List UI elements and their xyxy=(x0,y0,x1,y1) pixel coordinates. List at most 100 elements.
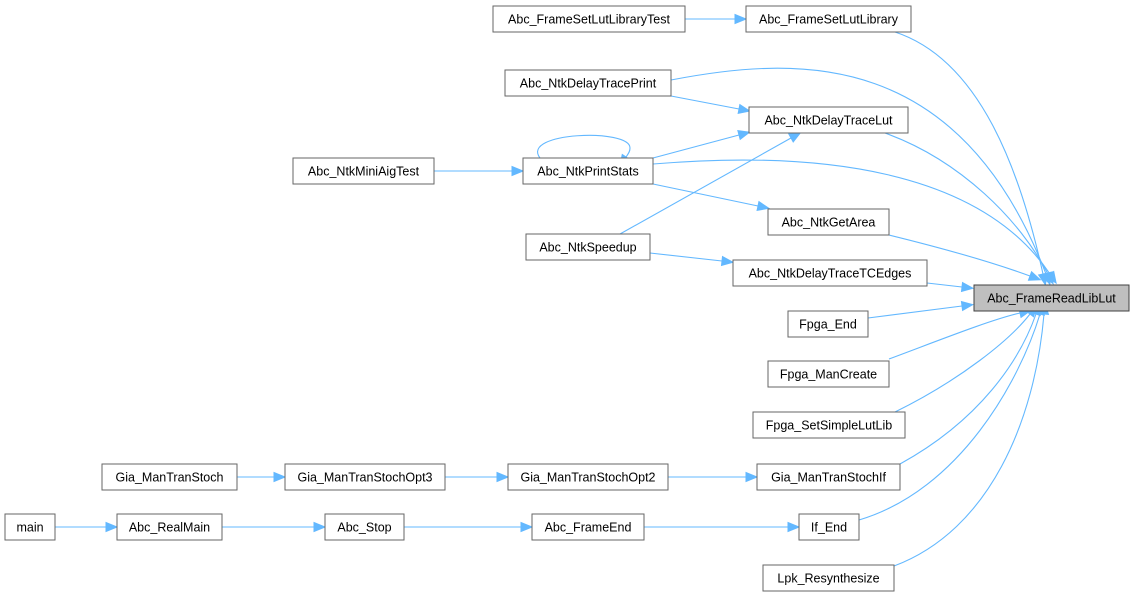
node-box xyxy=(504,69,672,97)
edge-line xyxy=(537,134,631,159)
arrowhead-icon xyxy=(105,521,119,533)
node-box xyxy=(101,463,238,491)
node-box xyxy=(756,463,901,491)
node-label: Gia_ManTranStoch xyxy=(116,471,224,485)
edge-gopt3-to-gopt2 xyxy=(445,471,510,483)
edge-realmain-to-stop xyxy=(222,521,327,533)
call-graph-edges xyxy=(55,13,1057,567)
arrowhead-icon xyxy=(511,165,525,177)
node-label: Abc_RealMain xyxy=(129,521,210,535)
arrowhead-icon xyxy=(734,13,748,25)
arrowhead-icon xyxy=(273,471,287,483)
node-pstats[interactable]: Abc_NtkPrintStats xyxy=(522,157,654,185)
node-tcedges[interactable]: Abc_NtkDelayTraceTCEdges xyxy=(732,259,928,287)
node-label: Fpga_End xyxy=(799,318,857,332)
node-gif[interactable]: Gia_ManTranStochIf xyxy=(756,463,901,491)
edge-minitest-to-pstats xyxy=(434,165,525,177)
node-label: Abc_NtkGetArea xyxy=(782,216,876,230)
node-box xyxy=(507,463,669,491)
edge-tprint-to-root xyxy=(670,67,1051,286)
node-realmain[interactable]: Abc_RealMain xyxy=(116,513,223,541)
edge-frameend-to-ifend xyxy=(644,521,801,533)
edge-line xyxy=(899,313,1037,465)
call-graph-nodes: Abc_FrameReadLibLut Abc_FrameSetLutLibrar… xyxy=(4,5,1130,592)
node-box xyxy=(292,157,435,185)
node-label: Abc_NtkDelayTracePrint xyxy=(520,77,657,91)
arrowhead-icon xyxy=(737,103,752,115)
node-label: Gia_ManTranStochIf xyxy=(771,471,886,485)
node-tlut[interactable]: Abc_NtkDelayTraceLut xyxy=(748,106,909,134)
node-gopt3[interactable]: Gia_ManTranStochOpt3 xyxy=(284,463,446,491)
node-gstoch[interactable]: Gia_ManTranStoch xyxy=(101,463,238,491)
node-lpk[interactable]: Lpk_Resynthesize xyxy=(762,564,895,592)
node-box xyxy=(284,463,446,491)
node-speedup[interactable]: Abc_NtkSpeedup xyxy=(525,233,651,261)
node-box xyxy=(745,5,912,33)
edge-pstats-to-tlut xyxy=(652,130,751,159)
node-ifend[interactable]: If_End xyxy=(798,513,860,541)
arrowhead-icon xyxy=(520,521,534,533)
arrowhead-icon xyxy=(737,130,751,141)
edge-pstats-to-root xyxy=(652,159,1057,285)
node-fend[interactable]: Fpga_End xyxy=(787,310,869,338)
node-label: Abc_NtkSpeedup xyxy=(539,241,636,255)
arrowhead-icon xyxy=(960,281,975,293)
edge-main-to-realmain xyxy=(55,521,119,533)
arrowhead-icon xyxy=(496,471,510,483)
node-gopt2[interactable]: Gia_ManTranStochOpt2 xyxy=(507,463,669,491)
node-main[interactable]: main xyxy=(4,513,56,541)
node-box xyxy=(798,513,860,541)
node-label: Fpga_ManCreate xyxy=(780,368,877,382)
edge-line xyxy=(888,312,1021,360)
node-label: Gia_ManTranStochOpt3 xyxy=(297,471,432,485)
edge-gstoch-to-gopt3 xyxy=(237,471,287,483)
node-box xyxy=(787,310,869,338)
node-box xyxy=(116,513,223,541)
node-setlib[interactable]: Abc_FrameSetLutLibrary xyxy=(745,5,912,33)
arrowhead-icon xyxy=(756,200,771,212)
edge-getarea-to-root xyxy=(888,234,1042,281)
node-getarea[interactable]: Abc_NtkGetArea xyxy=(767,208,890,236)
edge-pstats-to-getarea xyxy=(652,183,771,212)
node-minitest[interactable]: Abc_NtkMiniAigTest xyxy=(292,157,435,185)
node-box xyxy=(531,513,645,541)
edge-line xyxy=(670,67,1047,275)
node-setlib_test[interactable]: Abc_FrameSetLutLibraryTest xyxy=(492,5,686,33)
node-stop[interactable]: Abc_Stop xyxy=(324,513,405,541)
edge-fsimple-to-root xyxy=(894,304,1038,413)
node-label: Abc_NtkDelayTraceTCEdges xyxy=(749,267,912,281)
node-box xyxy=(762,564,895,592)
node-fcreate[interactable]: Fpga_ManCreate xyxy=(767,360,890,388)
node-label: Lpk_Resynthesize xyxy=(777,572,879,586)
edge-line xyxy=(652,183,759,207)
arrowhead-icon xyxy=(1027,270,1042,281)
node-label: Gia_ManTranStochOpt2 xyxy=(520,471,655,485)
node-tprint[interactable]: Abc_NtkDelayTracePrint xyxy=(504,69,672,97)
edge-line xyxy=(858,313,1041,521)
edge-line xyxy=(649,252,723,262)
edge-gif-to-root xyxy=(899,302,1041,465)
edge-line xyxy=(894,31,1044,275)
node-box xyxy=(767,208,890,236)
edge-gopt2-to-gif xyxy=(668,471,759,483)
node-box xyxy=(973,284,1130,312)
node-box xyxy=(324,513,405,541)
edge-fend-to-root xyxy=(867,300,975,319)
arrowhead-icon xyxy=(720,255,735,267)
edge-stop-to-frameend xyxy=(404,521,534,533)
node-label: Abc_FrameSetLutLibrary xyxy=(759,13,899,27)
node-frameend[interactable]: Abc_FrameEnd xyxy=(531,513,645,541)
edge-setlib-to-root xyxy=(894,31,1049,287)
node-fsimple[interactable]: Fpga_SetSimpleLutLib xyxy=(752,411,906,439)
arrowhead-icon xyxy=(960,300,975,312)
node-label: Abc_FrameSetLutLibraryTest xyxy=(508,13,670,27)
node-label: Abc_NtkMiniAigTest xyxy=(308,165,420,179)
arrowhead-icon xyxy=(787,131,802,143)
edge-tprint-to-tlut xyxy=(670,95,752,115)
arrowhead-icon xyxy=(787,521,801,533)
edge-fcreate-to-root xyxy=(888,308,1032,360)
node-root[interactable]: Abc_FrameReadLibLut xyxy=(973,284,1130,312)
node-box xyxy=(732,259,928,287)
node-label: Abc_NtkDelayTraceLut xyxy=(764,114,893,128)
